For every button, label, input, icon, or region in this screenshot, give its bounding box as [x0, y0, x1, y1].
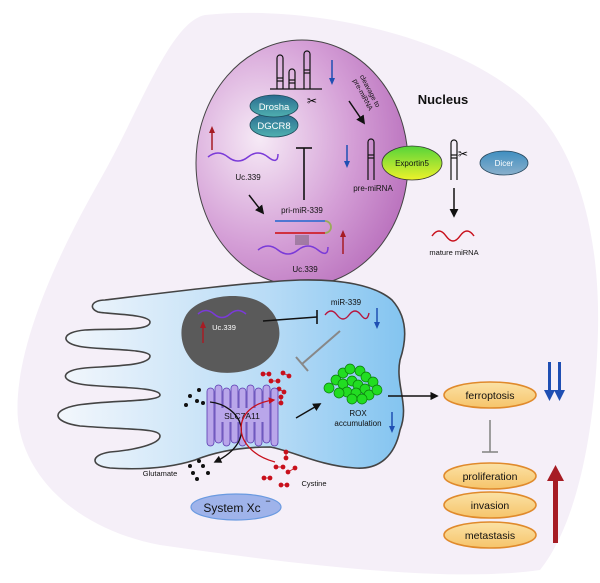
- glutamate-export-arrow: [209, 401, 242, 463]
- drosha-ellipse: [249, 94, 299, 118]
- ros-cluster-icon: [323, 363, 383, 405]
- system-xc-ellipse: [190, 493, 282, 521]
- proliferation-ellipse: [443, 462, 537, 490]
- down-arrow-icon: [374, 308, 380, 329]
- exportin5-ellipse: [381, 145, 443, 181]
- nucleus-label: Nucleus: [418, 92, 469, 107]
- inhibition-line-mir339-slc7a11: [295, 330, 341, 372]
- metastasis-label: metastasis: [465, 530, 515, 542]
- scissors-icon: ✂: [307, 94, 317, 108]
- rox-label: ROX: [349, 409, 367, 418]
- inhibition-line-ferroptosis-proliferation: [482, 420, 498, 453]
- up-arrow-icon: [340, 230, 346, 254]
- uc339-cell-strand: [197, 309, 247, 319]
- dicer-ellipse: [479, 150, 529, 176]
- down-arrow-icon: [329, 60, 335, 85]
- pre-mirna-hairpin-icon: [367, 138, 375, 180]
- system-xc-superscript: −: [265, 496, 270, 506]
- metastasis-ellipse: [443, 521, 537, 549]
- cell-nucleus: [181, 295, 280, 373]
- cystine-dots-inside: [260, 370, 292, 406]
- cystine-dots-outside: [261, 449, 298, 488]
- uc339-top-label: Uc.339: [235, 173, 261, 182]
- uc339-cell-label: Uc.339: [212, 323, 236, 332]
- up-arrow-icon: [209, 126, 215, 150]
- scissors-icon: ✂: [458, 147, 468, 161]
- ferroptosis-decrease-arrows-icon: [544, 362, 565, 401]
- down-arrow-icon: [389, 412, 395, 433]
- pre-mirna-label: pre-miRNA: [353, 184, 393, 193]
- malignancy-increase-arrow-icon: [547, 465, 564, 543]
- cystine-label: Cystine: [301, 479, 326, 488]
- accumulation-label: accumulation: [334, 419, 381, 428]
- up-arrow-icon: [200, 321, 206, 343]
- cytoplasmic-pre-mirna-icon: [450, 139, 458, 180]
- pri-mir-339-label: pri-miR-339: [281, 206, 323, 215]
- proliferation-label: proliferation: [463, 471, 518, 483]
- uc339-bottom-label: Uc.339: [292, 265, 318, 274]
- slc7a11-label: SLC7A11: [224, 411, 260, 421]
- dgcr8-label: DGCR8: [257, 121, 290, 132]
- glutamate-dots-inside: [184, 388, 205, 407]
- invasion-label: invasion: [471, 500, 510, 512]
- system-xc-label: System Xc: [203, 501, 260, 515]
- pri-mirna-hairpins-icon: [270, 50, 322, 90]
- mir-339-label: miR-339: [331, 298, 362, 307]
- glutamate-dots-outside: [188, 459, 210, 481]
- glutamate-label: Glutamate: [143, 469, 178, 478]
- mature-mirna-strand: [431, 230, 475, 242]
- ferroptosis-ellipse: [443, 381, 537, 409]
- cleavage-arrow: [348, 100, 366, 125]
- inhibition-line-uc339-mir339: [262, 310, 318, 324]
- uc339-rna-strand: [207, 152, 279, 162]
- dicer-label: Dicer: [495, 159, 514, 168]
- mir-339-strand: [324, 310, 370, 320]
- tumor-cell-body: [57, 279, 406, 470]
- binding-arrow: [248, 194, 265, 215]
- drosha-label: Drosha: [259, 102, 290, 113]
- down-arrow-icon: [344, 145, 350, 168]
- exportin5-label: Exportin5: [395, 159, 429, 168]
- ferroptosis-label: ferroptosis: [465, 390, 514, 402]
- cystine-import-arrow: [240, 397, 276, 463]
- nucleus-circle: [195, 39, 409, 287]
- mature-mirna-label: mature miRNA: [429, 248, 478, 257]
- invasion-ellipse: [443, 491, 537, 519]
- slc7a11-to-ros-arrow: [295, 403, 322, 419]
- inhibition-bar-icon: [296, 147, 312, 200]
- pri-mir-duplex-icon: [257, 220, 332, 255]
